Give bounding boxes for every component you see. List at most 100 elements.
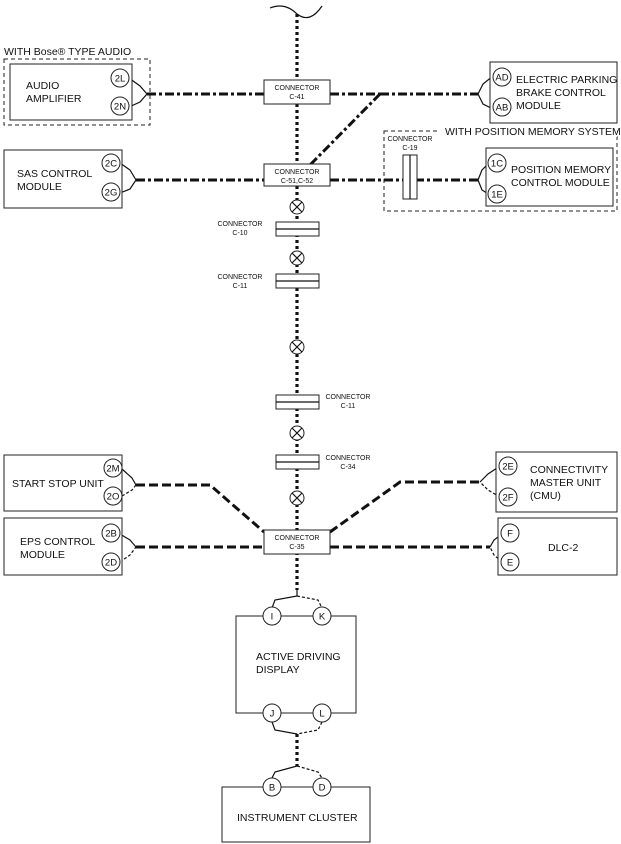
svg-text:MODULE: MODULE	[17, 181, 62, 193]
connector-c19: CONNECTOR C-19	[388, 136, 433, 200]
svg-text:2M: 2M	[106, 464, 119, 475]
svg-text:CONNECTOR: CONNECTOR	[275, 85, 320, 92]
svg-text:(CMU): (CMU)	[530, 490, 561, 502]
connector-c34: CONNECTOR C-34	[275, 454, 371, 471]
svg-text:POSITION MEMORY: POSITION MEMORY	[511, 164, 611, 176]
svg-text:2B: 2B	[105, 529, 117, 540]
svg-text:SAS CONTROL: SAS CONTROL	[17, 168, 92, 180]
position-memory-group-label: WITH POSITION MEMORY SYSTEM	[445, 126, 621, 138]
position-memory-control-module: POSITION MEMORY CONTROL MODULE 1C 1E	[485, 147, 614, 207]
svg-text:2C: 2C	[105, 159, 117, 170]
add-bottom-wire-left	[271, 721, 298, 735]
position-memory-group-box	[383, 130, 618, 212]
ss-pin-wire-top	[121, 468, 137, 486]
start-stop-unit: START STOP UNIT 2M 2O	[3, 454, 123, 512]
epb-wire-diag	[308, 92, 382, 167]
svg-text:START STOP UNIT: START STOP UNIT	[12, 478, 104, 490]
epb-control-module: ELECTRIC PARKING BRAKE CONTROL MODULE AD…	[489, 61, 618, 124]
connectivity-master-unit: CONNECTIVITY MASTER UNIT (CMU) 2E 2F	[495, 451, 618, 513]
svg-text:B: B	[269, 783, 275, 794]
svg-text:C-35: C-35	[289, 544, 304, 551]
add-top-wire-left	[271, 590, 298, 609]
svg-text:K: K	[319, 612, 326, 623]
svg-text:DLC-2: DLC-2	[548, 542, 579, 554]
twisted-pair-icon	[289, 425, 305, 441]
svg-text:D: D	[319, 783, 326, 794]
connector-c11-lower: CONNECTOR C-11	[275, 394, 371, 410]
svg-text:F: F	[507, 529, 513, 540]
connector-c35: CONNECTOR C-35	[263, 529, 331, 555]
pm-pin-wire	[477, 161, 491, 196]
svg-text:CONNECTOR: CONNECTOR	[326, 394, 371, 401]
svg-text:DISPLAY: DISPLAY	[256, 664, 300, 676]
svg-text:2F: 2F	[502, 493, 513, 504]
svg-text:1C: 1C	[491, 159, 503, 170]
svg-text:I: I	[271, 612, 274, 623]
connector-c41: CONNECTOR C-41	[263, 79, 331, 105]
svg-text:J: J	[270, 709, 275, 720]
twisted-pair-icon	[289, 490, 305, 506]
svg-text:2N: 2N	[114, 102, 126, 113]
twisted-pair-icon	[289, 339, 305, 355]
ic-wire-right	[296, 765, 323, 779]
svg-text:AD: AD	[495, 73, 508, 84]
svg-text:C-11: C-11	[341, 403, 356, 410]
twisted-pair-icon	[289, 250, 305, 266]
svg-text:C-34: C-34	[340, 464, 355, 471]
bose-audio-group-label: WITH Bose® TYPE AUDIO	[4, 46, 131, 58]
active-driving-display-module: ACTIVE DRIVING DISPLAY I K J L	[235, 606, 357, 723]
svg-text:MASTER UNIT: MASTER UNIT	[530, 477, 602, 489]
svg-text:CONNECTIVITY: CONNECTIVITY	[530, 464, 608, 476]
eps-pin-wire-bottom	[119, 546, 137, 563]
add-top-wire-right	[296, 595, 323, 609]
svg-text:MODULE: MODULE	[516, 100, 561, 112]
svg-text:C-11: C-11	[233, 283, 248, 290]
audio-amplifier-module: AUDIO AMPLIFIER 2L 2N	[9, 63, 133, 121]
svg-text:ELECTRIC PARKING: ELECTRIC PARKING	[516, 74, 617, 86]
svg-text:CONNECTOR: CONNECTOR	[218, 274, 263, 281]
ss-pin-wire-bottom	[121, 484, 137, 497]
svg-text:2O: 2O	[107, 492, 120, 503]
svg-text:AUDIO: AUDIO	[26, 80, 59, 92]
connector-c10: CONNECTOR C-10	[218, 221, 320, 237]
svg-text:L: L	[319, 709, 324, 720]
svg-text:AB: AB	[496, 103, 509, 114]
ic-wire-left	[271, 765, 298, 779]
svg-text:INSTRUMENT CLUSTER: INSTRUMENT CLUSTER	[237, 812, 358, 824]
cmu-pin-wire-bottom	[479, 481, 501, 498]
svg-text:ACTIVE DRIVING: ACTIVE DRIVING	[256, 651, 341, 663]
svg-text:C-51,C-52: C-51,C-52	[281, 178, 313, 185]
svg-text:2G: 2G	[105, 188, 118, 199]
eps-pin-wire-top	[119, 533, 137, 548]
svg-text:C-10: C-10	[232, 230, 247, 237]
sas-control-module: SAS CONTROL MODULE 2C 2G	[3, 149, 123, 209]
svg-text:E: E	[507, 558, 513, 569]
svg-text:EPS CONTROL: EPS CONTROL	[20, 536, 95, 548]
svg-text:CONTROL MODULE: CONTROL MODULE	[511, 177, 610, 189]
svg-text:MODULE: MODULE	[20, 549, 65, 561]
instrument-cluster-module: INSTRUMENT CLUSTER B D	[221, 777, 371, 843]
connector-c51-c52: CONNECTOR C-51,C-52	[263, 163, 331, 187]
connector-c11-upper: CONNECTOR C-11	[218, 273, 320, 290]
cmu-wire	[329, 480, 480, 534]
svg-text:BRAKE CONTROL: BRAKE CONTROL	[516, 87, 606, 99]
bose-audio-group-box	[3, 58, 151, 126]
svg-text:CONNECTOR: CONNECTOR	[388, 136, 433, 143]
svg-text:C-19: C-19	[402, 145, 417, 152]
svg-text:CONNECTOR: CONNECTOR	[326, 455, 371, 462]
svg-text:CONNECTOR: CONNECTOR	[218, 221, 263, 228]
svg-text:2E: 2E	[502, 462, 514, 473]
svg-text:1E: 1E	[491, 190, 503, 201]
twisted-pair-icon	[289, 199, 305, 215]
svg-text:2D: 2D	[105, 558, 117, 569]
ss-wire	[136, 483, 265, 534]
eps-control-module: EPS CONTROL MODULE 2B 2D	[3, 517, 123, 576]
svg-text:AMPLIFIER: AMPLIFIER	[26, 93, 82, 105]
svg-text:CONNECTOR: CONNECTOR	[275, 169, 320, 176]
add-bottom-wire-right	[296, 721, 323, 735]
dlc-pin-wire-bottom	[489, 546, 503, 563]
svg-text:C-41: C-41	[289, 94, 304, 101]
dlc-2-module: DLC-2 F E	[497, 517, 618, 576]
epb-pin-wire	[477, 75, 494, 110]
